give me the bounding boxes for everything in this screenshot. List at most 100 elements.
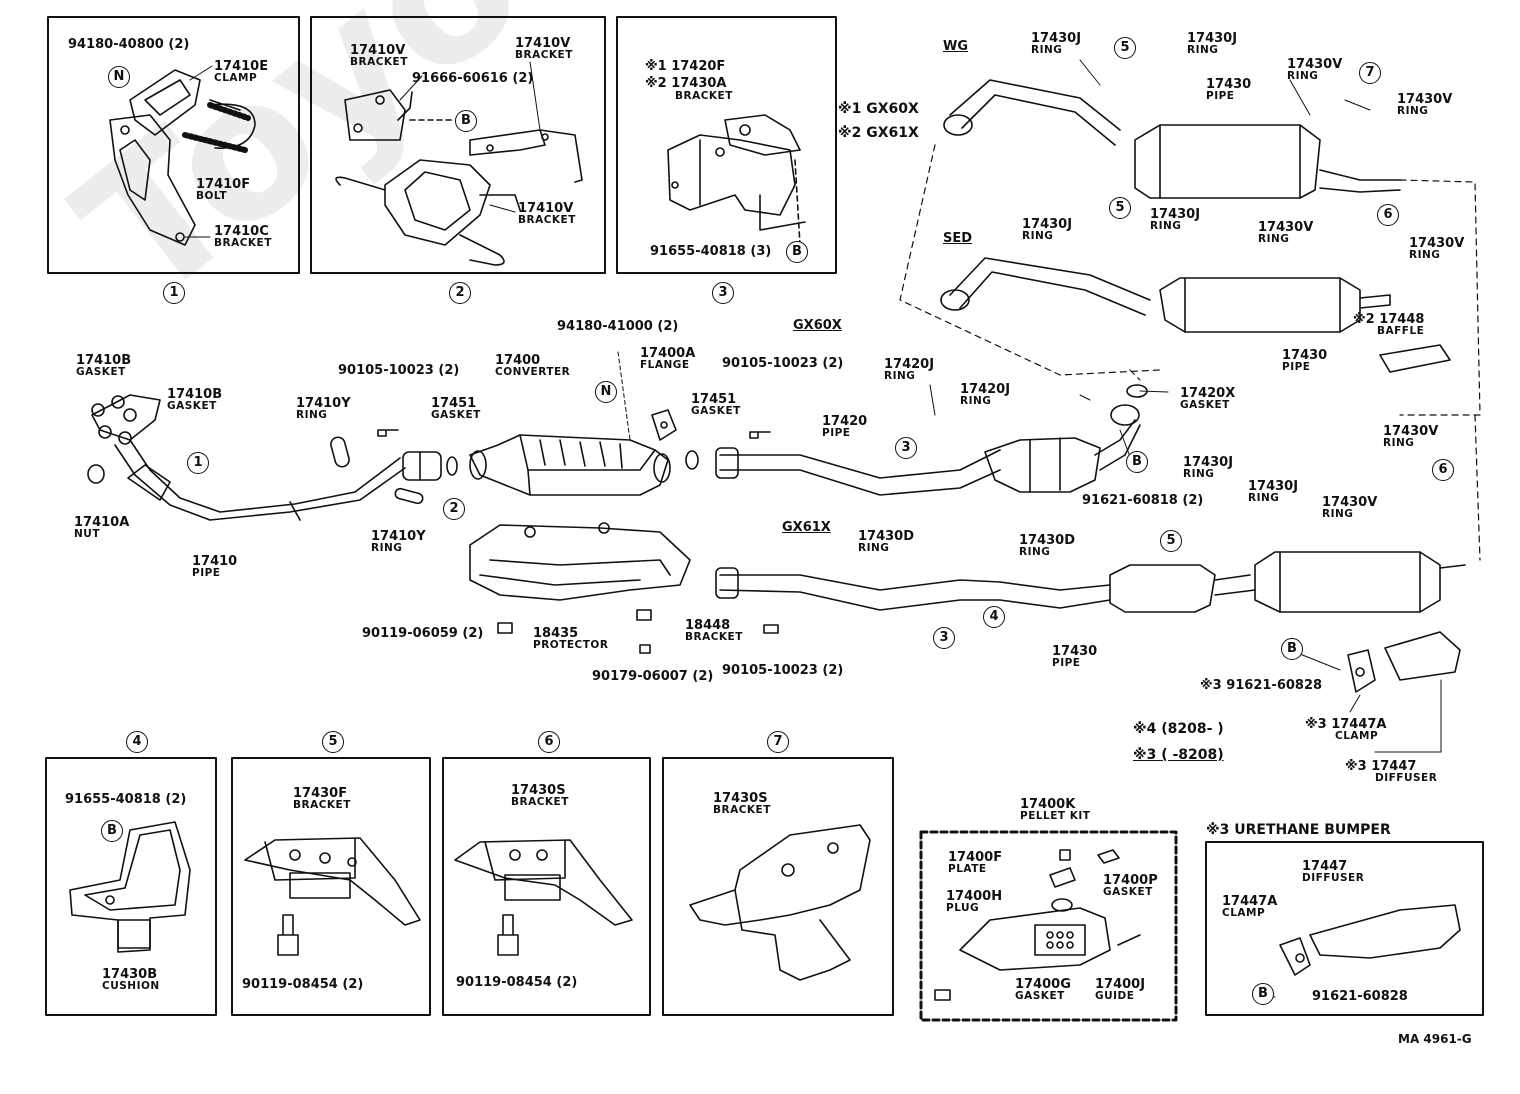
- label-90119-06059: 90119-06059 (2): [362, 626, 484, 641]
- ref-marker-n: N: [108, 66, 130, 88]
- ref-marker-5: 5: [1109, 197, 1131, 219]
- detail-panel-6-frame: [442, 757, 651, 1016]
- label-90105-10023-c: 90105-10023 (2): [722, 663, 844, 678]
- ref-marker-3: 3: [895, 437, 917, 459]
- variant-dashed-lines: [899, 144, 1481, 561]
- label-94180-41000: 94180-41000 (2): [557, 319, 679, 334]
- front-pipe-drawing: [91, 394, 442, 521]
- converter-drawing: [469, 434, 671, 496]
- label-91621-60818: 91621-60818 (2): [1082, 493, 1204, 508]
- ref-marker-b: B: [455, 110, 477, 132]
- gx61x-pipe-drawing: [715, 551, 1466, 613]
- flange-drawing: [651, 409, 677, 441]
- label-91621-60828-ub: 91621-60828: [1312, 989, 1408, 1004]
- ref-marker-4: 4: [983, 606, 1005, 628]
- panel6-bracket-drawing: [454, 839, 633, 956]
- sed-tailpipe-drawing: [940, 257, 1391, 333]
- ref-marker-2: 2: [443, 498, 465, 520]
- panel7-bracket-drawing: [689, 824, 871, 981]
- label-sed: SED: [943, 231, 973, 246]
- ref-marker-7: 7: [1359, 62, 1381, 84]
- date-note-4: ※4 (8208- ): [1133, 721, 1224, 737]
- protector-drawing: [469, 522, 691, 601]
- figure-code: MA 4961-G: [1398, 1032, 1472, 1046]
- urethane-bumper-title: ※3 URETHANE BUMPER: [1206, 822, 1391, 838]
- label-91655-40818-p3: 91655-40818 (3): [650, 244, 772, 259]
- ref-marker-b: B: [101, 820, 123, 842]
- detail-panel-4-frame: [45, 757, 217, 1016]
- label-91655-40818-p4: 91655-40818 (2): [65, 792, 187, 807]
- detail-panel-1-frame: [47, 16, 300, 274]
- panel-number-3: 3: [712, 282, 734, 304]
- panel2-bracket-drawing: [335, 89, 583, 266]
- label-gx61x: GX61X: [782, 520, 831, 535]
- date-note-3: ※3 ( -8208): [1133, 747, 1224, 763]
- label-90119-08454-p6: 90119-08454 (2): [456, 975, 578, 990]
- label-gx60x: GX60X: [793, 318, 842, 333]
- label-94180-40800: 94180-40800 (2): [68, 37, 190, 52]
- label-90105-10023-a: 90105-10023 (2): [338, 363, 460, 378]
- label-p3-bracket: BRACKET: [675, 90, 733, 102]
- panel3-bracket-drawing: [667, 114, 806, 246]
- urethane-bumper-drawing: [1279, 904, 1461, 976]
- ref-marker-3: 3: [933, 627, 955, 649]
- ref-marker-b: B: [1126, 451, 1148, 473]
- panel-number-5: 5: [322, 731, 344, 753]
- detail-panel-3-frame: [616, 16, 837, 274]
- baffle-drawing: [1379, 344, 1451, 373]
- ref-marker-5: 5: [1160, 530, 1182, 552]
- ref-marker-6: 6: [1377, 204, 1399, 226]
- label-90179-06007: 90179-06007 (2): [592, 669, 714, 684]
- ref-marker-b: B: [1281, 638, 1303, 660]
- panel-number-6: 6: [538, 731, 560, 753]
- pellet-kit-drawing: [934, 849, 1141, 1001]
- wg-tailpipe-drawing: [943, 79, 1401, 199]
- panel-number-4: 4: [126, 731, 148, 753]
- ref-marker-1: 1: [187, 452, 209, 474]
- label-91666-60616: 91666-60616 (2): [412, 71, 534, 86]
- label-17430A: ※2 17430A: [645, 76, 727, 91]
- label-wg: WG: [943, 39, 969, 54]
- front-rings: [87, 436, 699, 505]
- label-91621-60828-diff: ※3 91621-60828: [1200, 678, 1323, 693]
